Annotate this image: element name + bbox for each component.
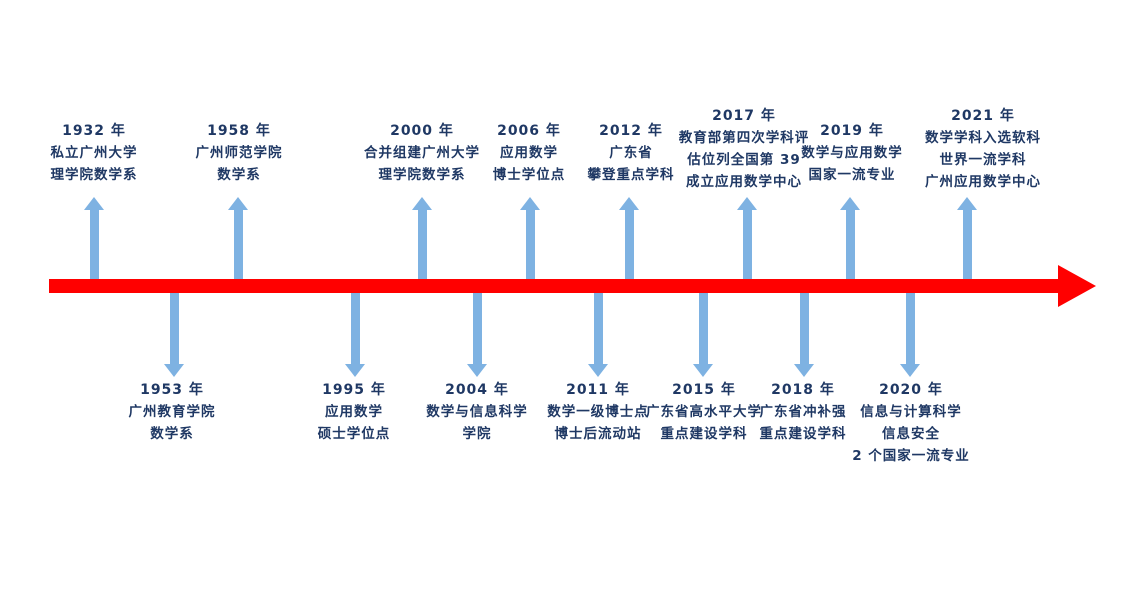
event-year: 1995 年 xyxy=(322,382,386,398)
up-arrow-2019-icon xyxy=(840,197,860,279)
event-year: 2015 年 xyxy=(672,382,736,398)
event-line: 广州师范学院 xyxy=(195,145,283,161)
up-arrow-2017-icon xyxy=(737,197,757,279)
down-arrow-1995-icon xyxy=(345,293,365,377)
event-year: 1932 年 xyxy=(62,123,126,139)
event-line: 博士学位点 xyxy=(492,167,566,183)
timeline-event-2015: 2015 年 广东省高水平大学 重点建设学科 xyxy=(619,379,789,445)
event-line: 数学系 xyxy=(217,167,261,183)
event-line: 硕士学位点 xyxy=(317,426,391,442)
event-line: 数学与信息科学 xyxy=(426,404,528,420)
event-line: 攀登重点学科 xyxy=(587,167,675,183)
event-line: 合并组建广州大学 xyxy=(364,145,480,161)
event-year: 2000 年 xyxy=(390,123,454,139)
timeline-event-1932: 1932 年 私立广州大学 理学院数学系 xyxy=(9,120,179,186)
event-year: 2004 年 xyxy=(445,382,509,398)
down-arrow-2004-icon xyxy=(467,293,487,377)
timeline-event-2004: 2004 年 数学与信息科学 学院 xyxy=(392,379,562,445)
up-arrow-2000-icon xyxy=(412,197,432,279)
event-line: 数学系 xyxy=(150,426,194,442)
timeline-axis-line xyxy=(49,279,1058,293)
event-line: 数学学科入选软科 xyxy=(925,130,1041,146)
event-line: 估位列全国第 39 xyxy=(687,152,801,168)
event-year: 2021 年 xyxy=(951,108,1015,124)
event-line: 理学院数学系 xyxy=(378,167,466,183)
event-line: 应用数学 xyxy=(500,145,558,161)
event-line: 教育部第四次学科评 xyxy=(678,130,810,146)
timeline-event-2018: 2018 年 广东省冲补强 重点建设学科 xyxy=(718,379,888,445)
timeline-event-2017: 2017 年 教育部第四次学科评 估位列全国第 39 成立应用数学中心 xyxy=(659,105,829,193)
event-line: 广东省高水平大学 xyxy=(646,404,762,420)
up-arrow-2012-icon xyxy=(619,197,639,279)
down-arrow-1953-icon xyxy=(164,293,184,377)
event-line: 应用数学 xyxy=(325,404,383,420)
event-year: 2020 年 xyxy=(879,382,943,398)
event-year: 2018 年 xyxy=(771,382,835,398)
event-line: 广州教育学院 xyxy=(128,404,216,420)
down-arrow-2018-icon xyxy=(794,293,814,377)
event-year: 2006 年 xyxy=(497,123,561,139)
event-year: 2017 年 xyxy=(712,108,776,124)
event-line: 广州应用数学中心 xyxy=(925,174,1041,190)
up-arrow-1958-icon xyxy=(228,197,248,279)
event-line: 信息安全 xyxy=(882,426,940,442)
down-arrow-2015-icon xyxy=(693,293,713,377)
timeline-event-1958: 1958 年 广州师范学院 数学系 xyxy=(154,120,324,186)
event-line: 信息与计算科学 xyxy=(860,404,962,420)
timeline-axis-arrowhead-icon xyxy=(1058,265,1096,307)
event-line: 广东省 xyxy=(609,145,653,161)
event-line: 成立应用数学中心 xyxy=(686,174,802,190)
timeline-event-2020: 2020 年 信息与计算科学 信息安全 2 个国家一流专业 xyxy=(826,379,996,467)
event-year: 2011 年 xyxy=(566,382,630,398)
event-year: 1953 年 xyxy=(140,382,204,398)
event-line: 重点建设学科 xyxy=(759,426,847,442)
event-year: 2012 年 xyxy=(599,123,663,139)
up-arrow-1932-icon xyxy=(84,197,104,279)
timeline-event-1953: 1953 年 广州教育学院 数学系 xyxy=(87,379,257,445)
down-arrow-2011-icon xyxy=(588,293,608,377)
event-line: 国家一流专业 xyxy=(808,167,896,183)
up-arrow-2021-icon xyxy=(957,197,977,279)
event-line: 数学一级博士点 xyxy=(547,404,649,420)
timeline-event-2019: 2019 年 数学与应用数学 国家一流专业 xyxy=(767,120,937,186)
timeline-event-2011: 2011 年 数学一级博士点 博士后流动站 xyxy=(513,379,683,445)
event-line: 数学与应用数学 xyxy=(801,145,903,161)
event-line: 学院 xyxy=(462,426,492,442)
event-line: 理学院数学系 xyxy=(50,167,138,183)
event-line: 私立广州大学 xyxy=(50,145,138,161)
event-line: 博士后流动站 xyxy=(554,426,642,442)
timeline-event-2000: 2000 年 合并组建广州大学 理学院数学系 xyxy=(337,120,507,186)
timeline-event-2006: 2006 年 应用数学 博士学位点 xyxy=(444,120,614,186)
event-line: 广东省冲补强 xyxy=(759,404,847,420)
timeline-event-1995: 1995 年 应用数学 硕士学位点 xyxy=(269,379,439,445)
event-line: 重点建设学科 xyxy=(660,426,748,442)
event-line: 世界一流学科 xyxy=(939,152,1027,168)
timeline-event-2012: 2012 年 广东省 攀登重点学科 xyxy=(546,120,716,186)
down-arrow-2020-icon xyxy=(900,293,920,377)
event-line: 2 个国家一流专业 xyxy=(852,448,970,464)
up-arrow-2006-icon xyxy=(520,197,540,279)
event-year: 1958 年 xyxy=(207,123,271,139)
event-year: 2019 年 xyxy=(820,123,884,139)
timeline-event-2021: 2021 年 数学学科入选软科 世界一流学科 广州应用数学中心 xyxy=(898,105,1068,193)
